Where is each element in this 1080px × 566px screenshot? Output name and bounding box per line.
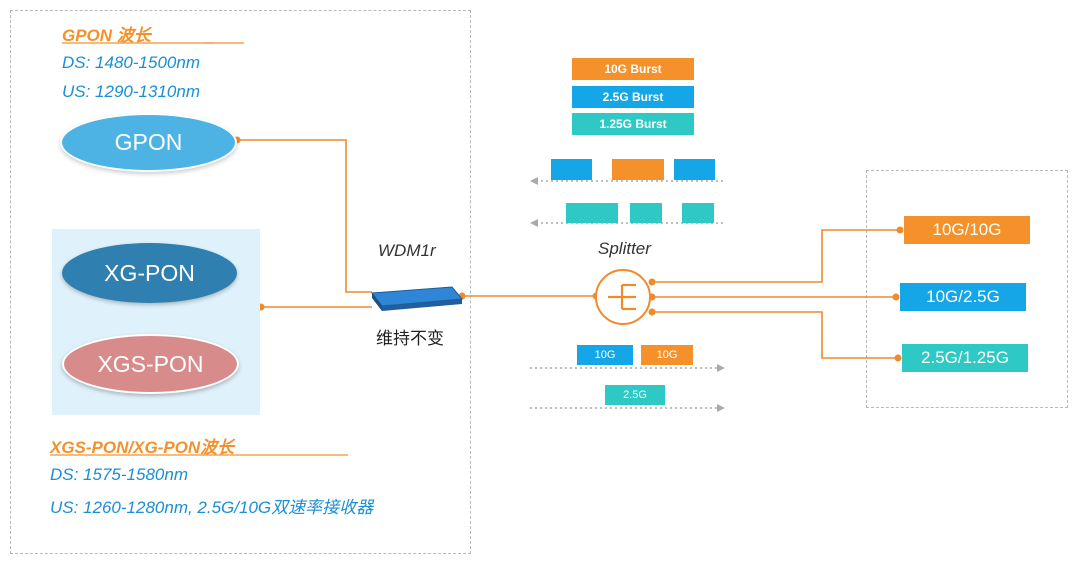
xgs-us-wavelength: US: 1260-1280nm, 2.5G/10G双速率接收器 bbox=[50, 498, 374, 517]
burst-legend-10g: 10G Burst bbox=[572, 58, 694, 80]
gpon-us-wavelength: US: 1290-1310nm bbox=[62, 82, 200, 101]
downstream-frame-2-5g: 2.5G bbox=[605, 385, 665, 405]
upstream-burst-1-25g bbox=[682, 203, 714, 223]
xgpon-olt-node: XG-PON bbox=[62, 243, 237, 303]
onu-10g-10g: 10G/10G bbox=[904, 216, 1030, 244]
wdm-label: WDM1r bbox=[378, 241, 436, 260]
upstream-burst-1-25g bbox=[566, 203, 618, 223]
upstream-burst-2-5g bbox=[674, 159, 715, 180]
burst-legend-1-25g: 1.25G Burst bbox=[572, 113, 694, 135]
onu-10g-2-5g: 10G/2.5G bbox=[900, 283, 1026, 311]
gpon-olt-label: GPON bbox=[114, 129, 183, 155]
xgpon-olt-label: XG-PON bbox=[104, 259, 195, 286]
splitter-label: Splitter bbox=[598, 239, 651, 258]
gpon-band-title: GPON 波长 bbox=[62, 26, 151, 45]
onu-frame bbox=[866, 170, 1068, 408]
xgspon-olt-label: XGS-PON bbox=[97, 350, 204, 377]
xgspon-olt-node: XGS-PON bbox=[62, 334, 239, 394]
olt-frame bbox=[10, 10, 471, 554]
upstream-burst-10g bbox=[612, 159, 664, 180]
burst-legend-2-5g: 2.5G Burst bbox=[572, 86, 694, 108]
onu-2-5g-1-25g: 2.5G/1.25G bbox=[902, 344, 1028, 372]
gpon-ds-wavelength: DS: 1480-1500nm bbox=[62, 53, 200, 72]
downstream-frame-10g: 10G bbox=[577, 345, 633, 365]
xgs-ds-wavelength: DS: 1575-1580nm bbox=[50, 465, 188, 484]
upstream-burst-1-25g bbox=[630, 203, 662, 223]
downstream-frame-10g: 10G bbox=[641, 345, 693, 365]
wdm-note: 维持不变 bbox=[376, 329, 444, 348]
gpon-olt-node: GPON bbox=[60, 113, 237, 172]
upstream-burst-2-5g bbox=[551, 159, 592, 180]
xgs-band-title: XGS-PON/XG-PON波长 bbox=[50, 438, 235, 457]
